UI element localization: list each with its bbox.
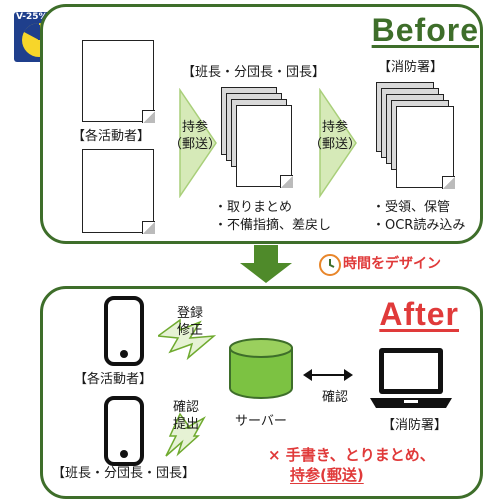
- after-team-label: 【班長・分団長・団長】: [52, 466, 196, 481]
- server-label: サーバー: [235, 414, 287, 429]
- arrow-down-icon: [240, 245, 292, 283]
- transition-label: 時間をデザイン: [343, 256, 441, 272]
- before-heading: Before: [371, 12, 479, 48]
- confirm-label: 確認: [322, 390, 349, 405]
- register-text: 登録 修正: [176, 306, 203, 338]
- lightning-bolt-icon: [165, 412, 206, 457]
- after-station-label: 【消防署】: [382, 418, 448, 433]
- station-task-1: ・受領、保管: [372, 200, 451, 215]
- lightning-bolt-icon: [158, 318, 216, 360]
- team-task-2: ・不備指摘、差戻し: [214, 218, 332, 233]
- station-document-front: [396, 106, 455, 189]
- laptop-icon: [370, 348, 452, 408]
- team-task-1: ・取りまとめ: [214, 200, 293, 215]
- double-arrow-icon: [303, 369, 353, 381]
- before-team-label: 【班長・分団長・団長】: [182, 65, 326, 80]
- arrow-right-icon: [319, 88, 357, 198]
- actor-document-bottom: [82, 149, 155, 234]
- abolish-note-line2: 持参(郵送): [290, 466, 364, 484]
- before-arrow2-text: 持参 （郵送）: [308, 120, 361, 152]
- server-database-icon: [229, 338, 293, 399]
- before-station-label: 【消防署】: [378, 60, 444, 75]
- logo-text: V-25%: [16, 12, 48, 22]
- smartphone-icon: [104, 396, 144, 466]
- after-actor-label: 【各活動者】: [74, 372, 153, 387]
- abolish-note-line1: × 手書き、とりまとめ、: [268, 446, 435, 464]
- arrow-right-icon: [179, 88, 217, 198]
- clock-icon: [319, 254, 341, 276]
- smartphone-icon: [104, 296, 144, 366]
- actor-document-top: [82, 40, 155, 123]
- confirm-submit-text: 確認 提出: [172, 400, 199, 432]
- after-heading: After: [379, 296, 459, 332]
- station-task-2: ・OCR読み込み: [372, 218, 466, 233]
- before-actor-label: 【各活動者】: [72, 129, 151, 144]
- before-arrow1-text: 持参 （郵送）: [168, 120, 221, 152]
- team-document-front: [236, 105, 293, 188]
